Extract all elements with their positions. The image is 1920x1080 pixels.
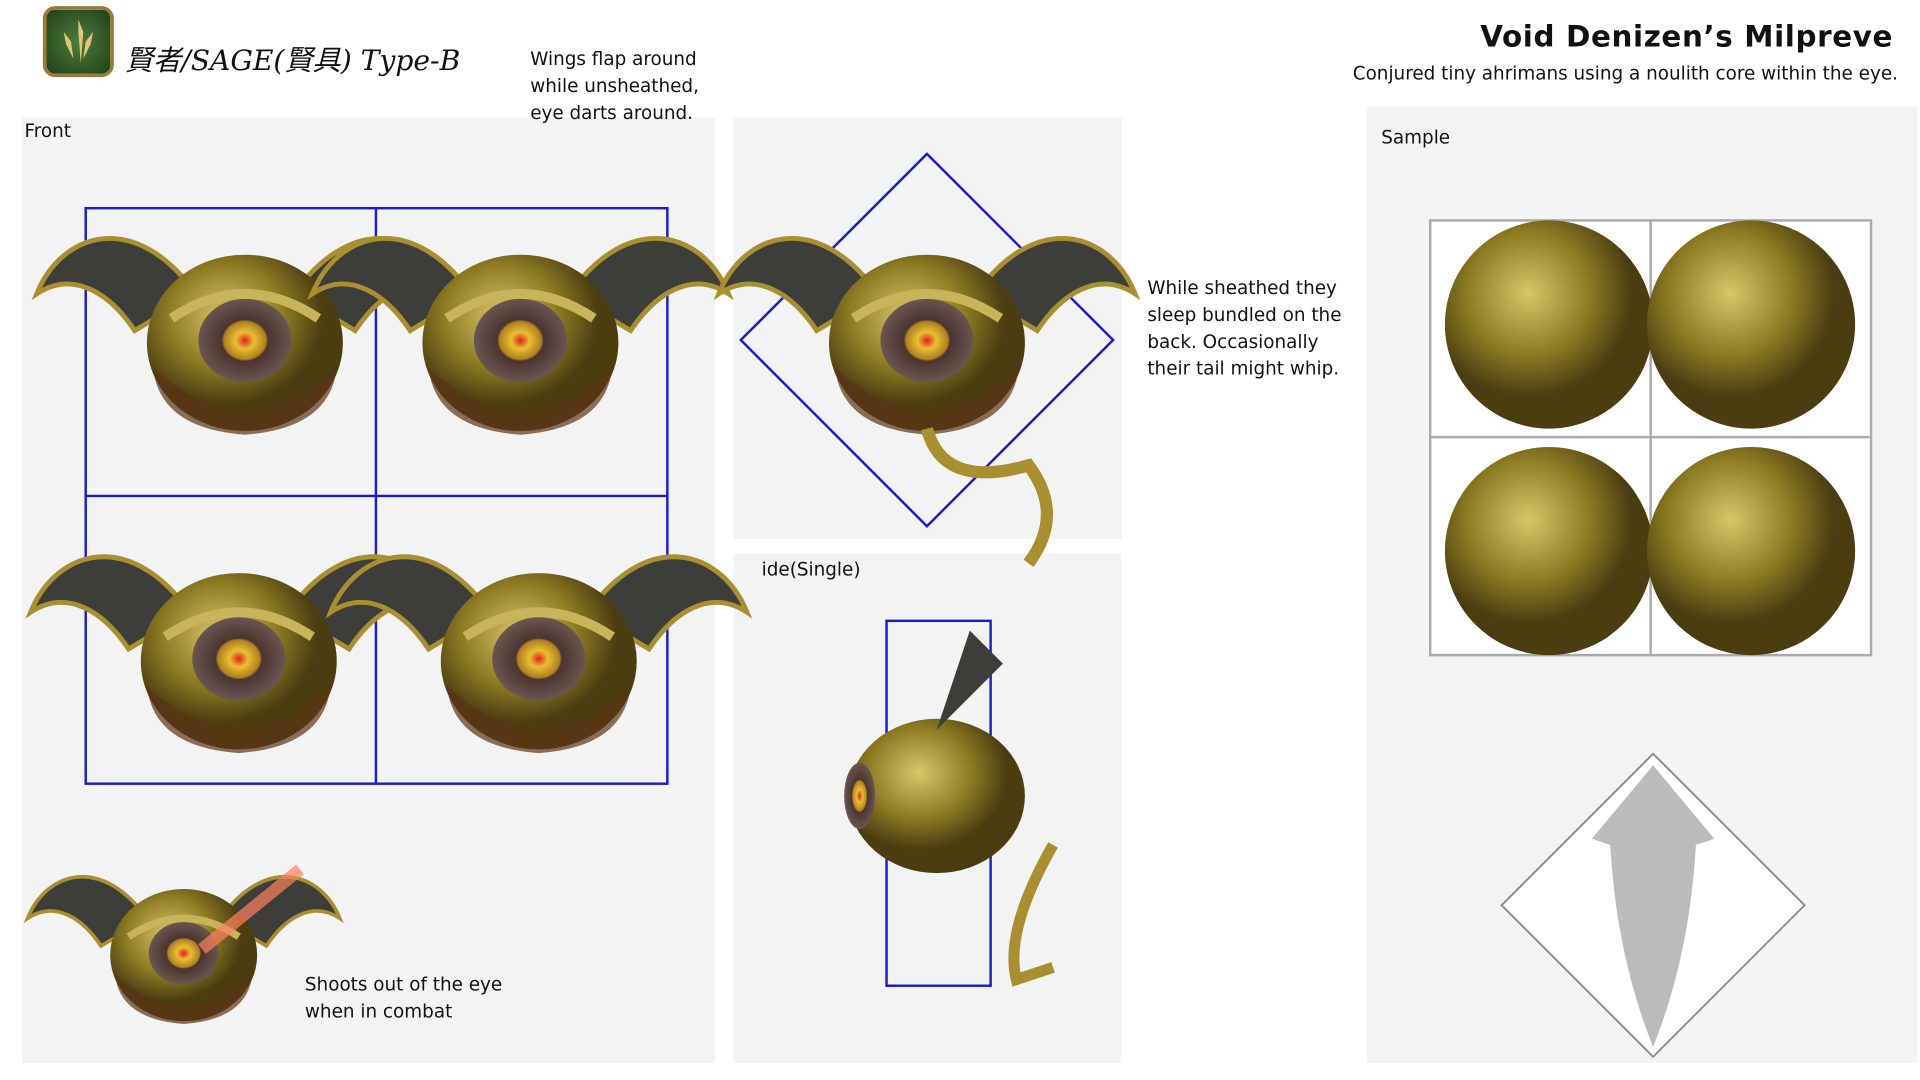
front-label: Front <box>24 120 71 143</box>
sheathed-ahriman <box>719 238 1135 434</box>
combat-note: Shoots out of the eye when in combat <box>304 973 503 1023</box>
item-description: Conjured tiny ahrimans using a noulith c… <box>1352 62 1898 85</box>
sheathed-guide <box>739 152 1115 528</box>
front-ahriman-bottom-right <box>331 557 747 753</box>
unsheathed-note: Wings flap around while unsheathed, eye … <box>530 47 699 124</box>
combat-ahriman <box>28 877 340 1024</box>
sage-job-icon <box>42 6 114 78</box>
job-title: 賢者/SAGE(賢具) Type-B <box>124 45 461 78</box>
side-label: ide(Single) <box>761 558 861 581</box>
sample-tail-shape <box>1591 765 1715 1047</box>
sample-label: Sample <box>1381 126 1451 149</box>
item-name: Void Denizen’s Milpreve <box>1480 19 1894 54</box>
sample-bundle <box>1444 220 1856 656</box>
sheathed-note: While sheathed they sleep bundled on the… <box>1147 276 1342 380</box>
